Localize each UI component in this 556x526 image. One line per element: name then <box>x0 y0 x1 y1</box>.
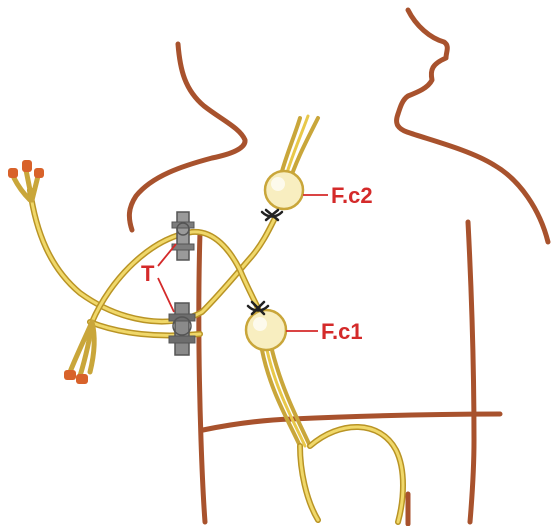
body-outline <box>129 10 548 524</box>
tip-upper-c <box>34 168 44 178</box>
balloons <box>246 171 303 350</box>
tip-upper-b <box>22 160 32 172</box>
label-fc2: F.c2 <box>331 183 373 208</box>
balloon-icon-fc2 <box>265 171 303 209</box>
right-shoulder-outline <box>397 114 548 242</box>
label-t: T <box>141 261 155 286</box>
catheter-upper-loop-fill <box>30 190 274 322</box>
tip-lower-a <box>64 370 76 380</box>
leader-line-t-upper <box>158 244 176 266</box>
fc1-lower-shaft-a <box>262 350 300 446</box>
catheter-tips <box>8 160 88 384</box>
tip-lower-b <box>76 374 88 384</box>
right-torso-outline <box>468 222 474 522</box>
left-neck-shoulder-outline <box>129 44 245 230</box>
tip-upper-a <box>8 168 18 178</box>
label-fc1: F.c1 <box>321 319 363 344</box>
balloon-highlight-fc1 <box>253 317 267 331</box>
balloon-highlight-fc2 <box>271 177 285 191</box>
catheter-upper-loop <box>30 190 274 322</box>
left-torso-outline <box>199 232 205 522</box>
leader-line-t-lower <box>158 278 174 312</box>
face-profile-outline <box>398 10 447 114</box>
upper-inlet-branch-c <box>32 176 38 200</box>
balloon-icon-fc1 <box>246 310 286 350</box>
